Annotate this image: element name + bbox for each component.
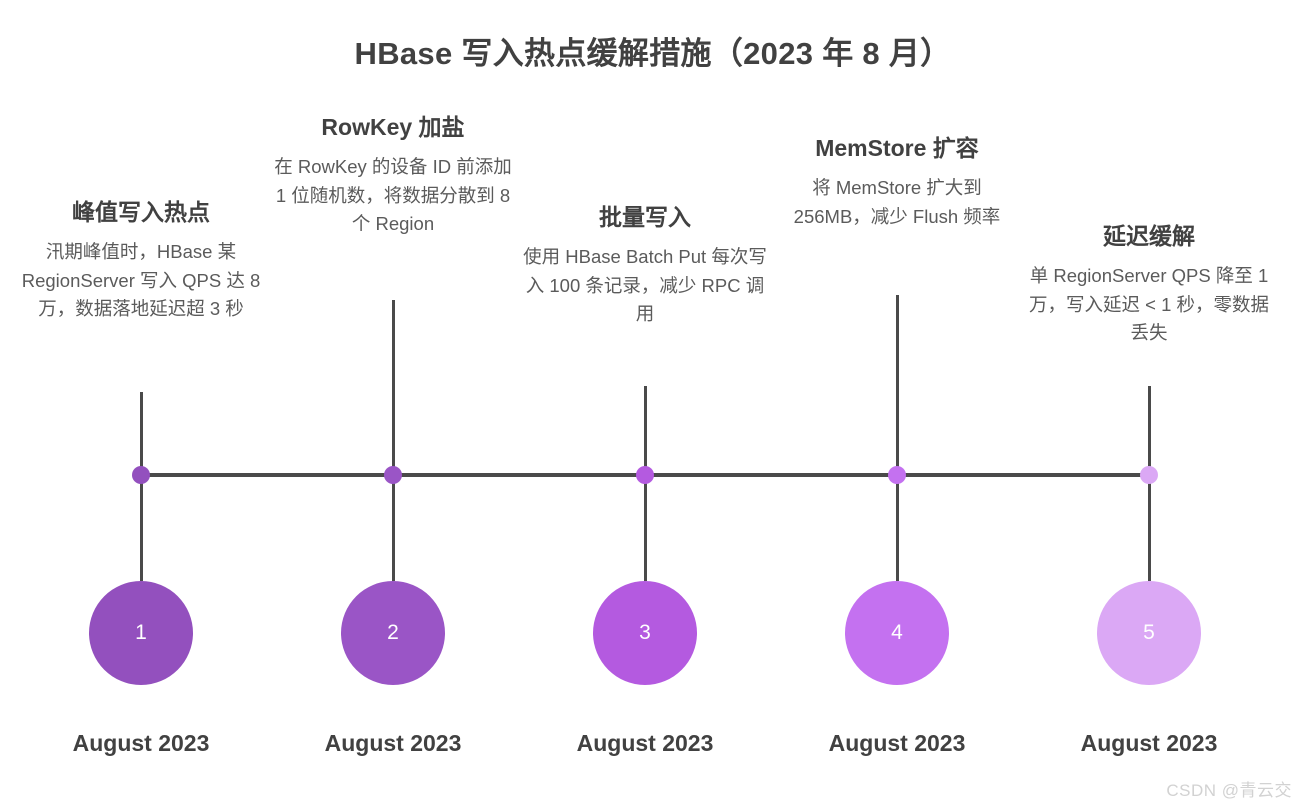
milestone-number-label: 4 [891,621,903,644]
milestone-number-circle: 5 [1097,581,1201,685]
milestone-description: 在 RowKey 的设备 ID 前添加 1 位随机数，将数据分散到 8 个 Re… [274,155,512,235]
milestone-axis-dot [636,466,654,484]
milestone-text-block: 延迟缓解单 RegionServer QPS 降至 1 万，写入延迟 < 1 秒… [1023,222,1275,348]
milestone-number-circle: 2 [341,581,445,685]
timeline-milestone-3: 批量写入使用 HBase Batch Put 每次写入 100 条记录，减少 R… [519,0,771,807]
milestone-axis-dot [888,466,906,484]
timeline-milestone-4: MemStore 扩容将 MemStore 扩大到 256MB，减少 Flush… [771,0,1023,807]
timeline-milestone-2: RowKey 加盐在 RowKey 的设备 ID 前添加 1 位随机数，将数据分… [267,0,519,807]
page-title: HBase 写入热点缓解措施（2023 年 8 月） [354,36,952,71]
milestone-axis-dot [132,466,150,484]
milestone-description: 使用 HBase Batch Put 每次写入 100 条记录，减少 RPC 调… [523,245,767,325]
milestone-text-block: RowKey 加盐在 RowKey 的设备 ID 前添加 1 位随机数，将数据分… [267,113,519,239]
milestone-heading: 延迟缓解 [1103,223,1195,249]
watermark: CSDN @青云交 [1166,781,1292,800]
milestone-number-circle: 1 [89,581,193,685]
milestone-connector-line [895,295,899,581]
milestone-description: 单 RegionServer QPS 降至 1 万，写入延迟 < 1 秒，零数据… [1028,264,1269,344]
milestone-connector-line [139,392,143,581]
milestone-heading: MemStore 扩容 [815,135,979,161]
milestone-axis-dot [384,466,402,484]
milestone-connector-line [391,300,395,581]
milestone-text-block: 批量写入使用 HBase Batch Put 每次写入 100 条记录，减少 R… [519,203,771,329]
timeline-milestone-5: 延迟缓解单 RegionServer QPS 降至 1 万，写入延迟 < 1 秒… [1023,0,1275,807]
milestone-heading: RowKey 加盐 [321,114,465,140]
milestone-number-circle: 3 [593,581,697,685]
milestone-heading: 峰值写入热点 [72,199,210,225]
milestone-axis-dot [1140,466,1158,484]
milestone-date-label: August 2023 [828,730,966,756]
milestone-number-circle: 4 [845,581,949,685]
milestone-date-label: August 2023 [1080,730,1218,756]
milestone-description: 将 MemStore 扩大到 256MB，减少 Flush 频率 [793,176,1001,227]
milestone-date-label: August 2023 [72,730,210,756]
milestone-text-block: 峰值写入热点汛期峰值时，HBase 某 RegionServer 写入 QPS … [15,198,267,324]
milestone-date-label: August 2023 [576,730,714,756]
milestone-heading: 批量写入 [599,204,691,230]
milestone-date-label: August 2023 [324,730,462,756]
milestone-number-label: 2 [387,621,399,644]
milestone-number-label: 1 [135,621,147,644]
timeline-milestone-1: 峰值写入热点汛期峰值时，HBase 某 RegionServer 写入 QPS … [15,0,267,807]
milestone-description: 汛期峰值时，HBase 某 RegionServer 写入 QPS 达 8 万，… [21,240,261,320]
milestone-number-label: 5 [1143,621,1155,644]
milestone-number-label: 3 [639,621,651,644]
milestone-text-block: MemStore 扩容将 MemStore 扩大到 256MB，减少 Flush… [771,134,1023,231]
